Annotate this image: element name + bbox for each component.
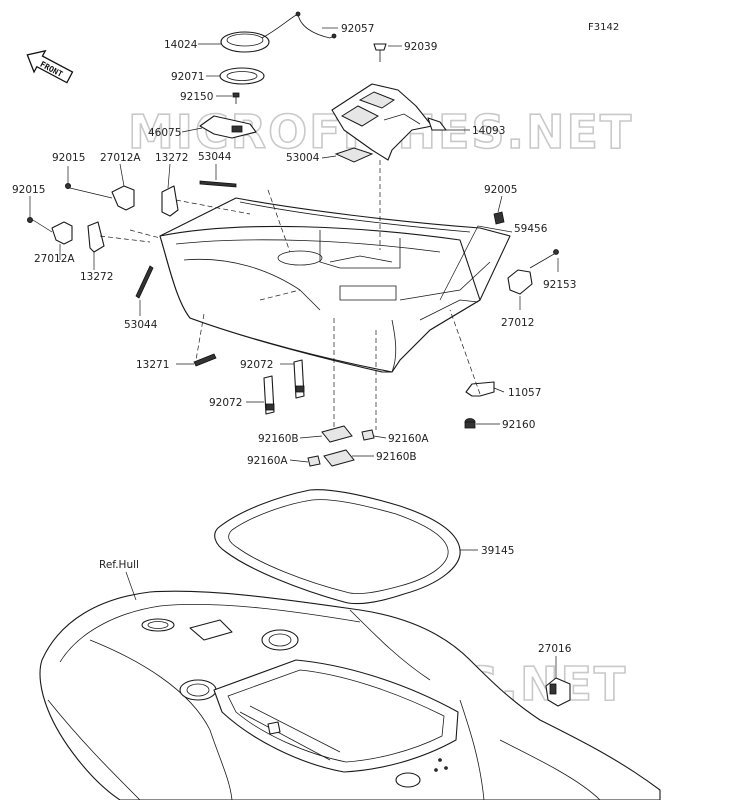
label-ref-hull: Ref.Hull (99, 559, 139, 571)
part-92160A-pad-a (361, 429, 375, 441)
label-27012: 27012 (501, 317, 534, 329)
part-92160-damper (464, 418, 476, 429)
part-53044-strip-left (135, 265, 154, 299)
part-27012A-bracket-b (51, 221, 73, 245)
part-39145-gasket (214, 489, 461, 605)
label-92160A-a: 92160A (388, 433, 429, 445)
part-11057-bracket (465, 381, 495, 397)
label-14093: 14093 (472, 125, 505, 137)
label-13271: 13271 (136, 359, 169, 371)
label-92160A-b: 92160A (247, 455, 288, 467)
part-53004-pad (334, 147, 374, 163)
part-92071-ring (219, 67, 265, 85)
label-92153: 92153 (543, 279, 576, 291)
part-92015-screw-b (26, 216, 33, 223)
part-27012A-bracket-a (111, 185, 135, 211)
label-27012A-b: 27012A (34, 253, 75, 265)
label-53044-top: 53044 (198, 151, 232, 163)
figure-id: F3142 (588, 22, 619, 33)
label-92160: 92160 (502, 419, 535, 431)
label-92039: 92039 (404, 41, 437, 53)
label-13272-b: 13272 (80, 271, 113, 283)
part-92160A-pad-b (307, 455, 321, 467)
label-11057: 11057 (508, 387, 541, 399)
label-53044-left: 53044 (124, 319, 158, 331)
part-92039-bolt (373, 43, 387, 62)
part-92160B-pad-a (321, 425, 353, 443)
front-direction-arrow-icon: FRONT (26, 49, 74, 84)
part-92057-cord (261, 13, 335, 39)
part-92005-grommet (493, 211, 505, 225)
label-92005: 92005 (484, 184, 517, 196)
part-92150-screw (232, 92, 240, 104)
label-53004: 53004 (286, 152, 320, 164)
label-14024: 14024 (164, 39, 198, 51)
label-92160B-b: 92160B (376, 451, 417, 463)
reference-hull (39, 590, 661, 800)
part-59456-storage-bin (159, 197, 511, 373)
label-59456: 59456 (514, 223, 548, 235)
label-92015-b: 92015 (12, 184, 45, 196)
part-13272-pad-b (87, 221, 105, 253)
label-92071: 92071 (171, 71, 204, 83)
part-53044-strip-top (199, 180, 237, 188)
part-13271-clip (193, 353, 217, 367)
part-46075-bracket (199, 115, 257, 139)
label-46075: 46075 (148, 127, 181, 139)
label-92160B-a: 92160B (258, 433, 299, 445)
label-92072-a: 92072 (240, 359, 273, 371)
label-92072-b: 92072 (209, 397, 242, 409)
label-92057: 92057 (341, 23, 374, 35)
part-27012-bracket (507, 269, 533, 295)
part-14093-cover (331, 83, 447, 161)
part-13272-pad-a (161, 185, 179, 217)
part-92015-screw-a (65, 182, 72, 189)
label-27012A-a: 27012A (100, 152, 141, 164)
part-92153-bolt (529, 249, 559, 269)
part-92160B-pad-b (323, 449, 355, 467)
label-13272-a: 13272 (155, 152, 188, 164)
label-27016: 27016 (538, 643, 572, 655)
label-92150: 92150 (180, 91, 213, 103)
label-92015-a: 92015 (52, 152, 85, 164)
part-14024-cap (220, 31, 270, 53)
label-39145: 39145 (481, 545, 514, 557)
